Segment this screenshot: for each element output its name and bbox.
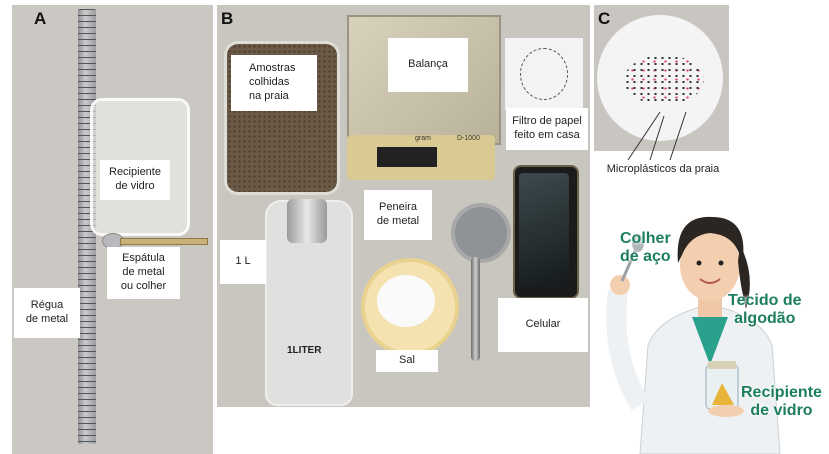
label-scale: Balança	[388, 38, 468, 92]
phone-screen	[519, 173, 569, 287]
label-phone: Celular	[498, 298, 588, 352]
panel-b-letter: B	[221, 9, 234, 28]
scale-display	[377, 147, 437, 167]
metal-spatula	[120, 238, 208, 245]
salt	[377, 275, 435, 327]
metal-sieve	[451, 203, 511, 263]
microplastics-arrows	[627, 111, 687, 161]
label-microplastics: Microplásticos da praia	[606, 163, 720, 176]
bottle-foil-cap	[287, 199, 327, 243]
label-one-liter: 1 L	[220, 240, 266, 284]
label-salt: Sal	[376, 350, 438, 372]
sieve-handle	[471, 257, 480, 361]
panel-a-photo	[12, 5, 213, 454]
bottle-print-text: 1LITER	[287, 345, 322, 356]
panel-c-photo	[594, 5, 729, 151]
scientist-illustration	[606, 216, 781, 454]
scale-brand-text: gram	[415, 135, 431, 142]
panel-c-letter: C	[598, 9, 611, 28]
scale-model-text: D-1000	[457, 135, 480, 142]
paper-filter-circle	[520, 48, 568, 100]
panel-a-letter: A	[34, 9, 47, 28]
microplastic-particles	[624, 55, 704, 105]
